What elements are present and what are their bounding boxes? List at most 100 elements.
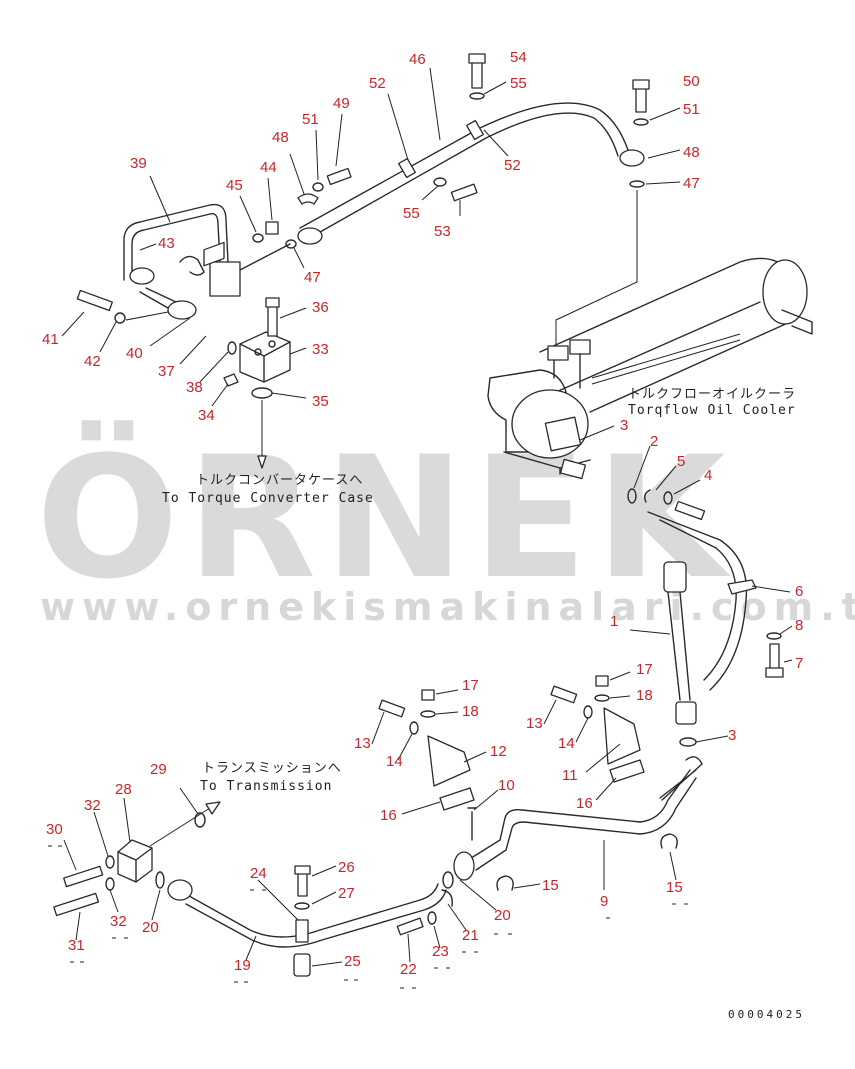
cooler-pointer <box>591 333 741 385</box>
callout-55: 55 <box>403 205 420 222</box>
callout-34: 34 <box>198 407 215 424</box>
pipe-39-block <box>209 261 241 297</box>
callout-47: 47 <box>683 175 700 192</box>
pipe-46-clamp <box>398 157 416 179</box>
upper-pipe-assembly <box>297 53 650 245</box>
pipe-46 <box>299 102 629 241</box>
leader-lines <box>61 67 793 967</box>
leader-line <box>407 933 411 963</box>
callout-48: 48 <box>683 144 700 161</box>
leader-line <box>579 425 615 441</box>
callout-32: 32 <box>110 913 127 930</box>
callout-44: 44 <box>260 159 277 176</box>
plug-34 <box>223 373 239 387</box>
leader-line <box>633 445 651 489</box>
callout-8: 8 <box>795 617 803 634</box>
block-28-edge <box>117 847 153 883</box>
callout-21: 21 <box>462 927 479 944</box>
bolt-22 <box>396 917 424 936</box>
callout-24: 24 <box>250 865 267 882</box>
callout-49: 49 <box>333 95 350 112</box>
callout-55: 55 <box>510 75 527 92</box>
callout-27: 27 <box>338 885 355 902</box>
washer-32 <box>105 877 115 891</box>
leader-line <box>397 733 413 761</box>
bolt-13 <box>378 699 406 718</box>
bracket-16 <box>439 787 475 811</box>
o-ring-20 <box>155 871 165 889</box>
bolt-30 <box>63 865 104 888</box>
cooler-end-cap <box>762 259 808 325</box>
leader-line <box>267 177 273 221</box>
callouts: 54 46 52 55 52 50 51 48 47 49 51 48 39 4… <box>42 49 803 978</box>
leader-line <box>585 743 621 773</box>
leader-line <box>239 195 257 233</box>
leader-line <box>669 851 677 881</box>
leader-line <box>673 479 701 495</box>
leader-line <box>371 711 385 745</box>
leader-line <box>151 889 161 921</box>
leader-47-cooler <box>555 190 638 346</box>
washer-18 <box>420 710 436 718</box>
bolt-7 <box>769 643 780 671</box>
leader-line <box>433 925 441 949</box>
bolt-49 <box>326 167 352 186</box>
bolt-41 <box>76 289 113 312</box>
callout-47: 47 <box>304 269 321 286</box>
leader-line <box>199 351 229 383</box>
washer-55 <box>469 92 485 100</box>
o-ring-3 <box>679 737 697 747</box>
leader-line <box>61 311 85 337</box>
callout-14: 14 <box>558 735 575 752</box>
callout-9: 9 <box>600 893 608 910</box>
leader-line <box>179 787 199 815</box>
callout-15: 15 <box>542 877 559 894</box>
callout-30: 30 <box>46 821 63 838</box>
leader-line <box>447 903 467 931</box>
callout-51: 51 <box>302 111 319 128</box>
bolt-10 <box>467 807 477 841</box>
leader-line <box>421 185 439 201</box>
washer-45 <box>252 233 264 243</box>
leader-line <box>149 317 191 347</box>
bolt-54-head <box>468 53 486 64</box>
spacer-25 <box>293 953 311 977</box>
bracket-12 <box>427 735 471 787</box>
callout-41: 41 <box>42 331 59 348</box>
cooler-port <box>547 345 569 361</box>
callout-14: 14 <box>386 753 403 770</box>
washer-27 <box>294 902 310 910</box>
callout-43: 43 <box>158 235 175 252</box>
leader-line <box>695 735 729 743</box>
pipe-39-flange <box>129 267 155 285</box>
bracket-assemblies <box>378 675 641 787</box>
callout-52: 52 <box>504 157 521 174</box>
watermark-brand: ÖRNEK <box>36 420 734 616</box>
pipe-9-flange <box>453 851 475 881</box>
pipe-46-flange <box>297 227 323 245</box>
bolt-26 <box>297 871 308 897</box>
block-33-port <box>268 340 276 348</box>
callout-45: 45 <box>226 177 243 194</box>
leader-line <box>289 347 307 355</box>
callout-19: 19 <box>234 957 251 974</box>
leader-line <box>99 321 117 353</box>
leader-line <box>513 883 541 889</box>
nut-17 <box>595 675 609 687</box>
block-33-edge <box>239 341 291 383</box>
leader-line <box>655 465 677 491</box>
pipe-9 <box>467 769 697 871</box>
arrow-to-transmission <box>149 807 211 847</box>
callout-15: 15 <box>666 879 683 896</box>
leader-line <box>483 81 507 95</box>
nut-44 <box>265 221 279 235</box>
callout-18: 18 <box>636 687 653 704</box>
callout-1: 1 <box>610 613 618 630</box>
callout-23: 23 <box>432 943 449 960</box>
callout-17: 17 <box>462 677 479 694</box>
leader-line <box>435 689 459 695</box>
stud-line <box>239 243 291 271</box>
leader-line <box>139 243 157 251</box>
callout-46: 46 <box>409 51 426 68</box>
